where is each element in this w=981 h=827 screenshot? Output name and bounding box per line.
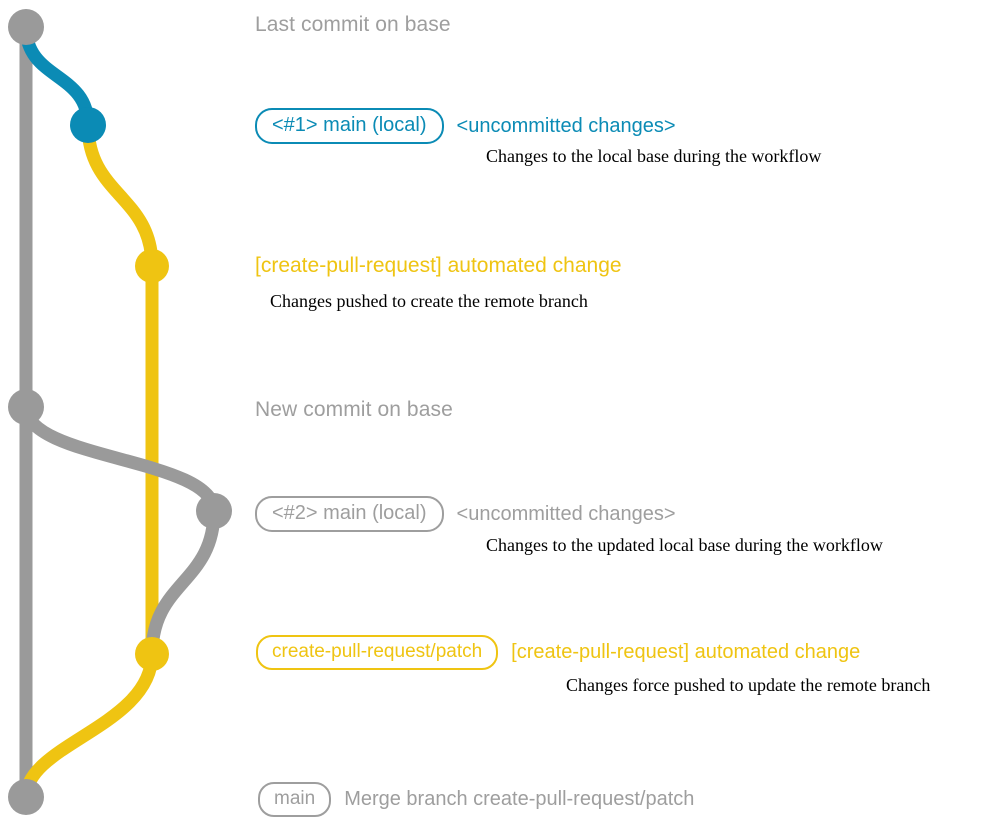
commit-node-patch-branch[interactable] (135, 637, 169, 671)
row-local-2: <#2> main (local) <uncommitted changes> (255, 496, 676, 532)
edge-base-to-local-2 (19, 400, 221, 518)
commit-node-merge-main[interactable] (8, 779, 44, 815)
row-new-commit-on-base: New commit on base (255, 398, 453, 422)
edge-patch-2-to-merge (19, 647, 159, 804)
branch-badge-main[interactable]: main (258, 782, 332, 817)
commit-node-local-2[interactable] (196, 493, 232, 529)
branch-badge-local-2[interactable]: <#2> main (local) (255, 496, 444, 532)
commit-node-new-commit-on-base[interactable] (8, 389, 44, 425)
branch-badge-local-1[interactable]: <#1> main (local) (255, 108, 444, 144)
commit-node-local-1[interactable] (70, 107, 106, 143)
commit-title-last-commit-on-base: Last commit on base (255, 13, 451, 36)
commit-title-new-commit-on-base: New commit on base (255, 398, 453, 421)
commit-title-automated-change-1: [create-pull-request] automated change (255, 254, 622, 277)
commit-description-local-1: Changes to the local base during the wor… (486, 146, 822, 166)
commit-description-automated-change-1: Changes pushed to create the remote bran… (270, 291, 588, 311)
edge-local-1-to-patch-1 (81, 118, 159, 273)
commit-description-patch-branch: Changes force pushed to update the remot… (566, 675, 931, 695)
commit-title-local-1: <uncommitted changes> (456, 114, 676, 137)
row-merge-main: main Merge branch create-pull-request/pa… (258, 782, 694, 817)
row-patch-branch: create-pull-request/patch [create-pull-r… (256, 635, 860, 670)
commit-description-local-2: Changes to the updated local base during… (486, 535, 883, 555)
edge-local-2-to-patch-2 (145, 504, 221, 661)
graph-nodes (8, 9, 232, 815)
commit-title-local-2: <uncommitted changes> (456, 502, 676, 525)
row-local-1: <#1> main (local) <uncommitted changes> (255, 108, 676, 144)
commit-node-last-commit-on-base[interactable] (8, 9, 44, 45)
row-automated-change-1: [create-pull-request] automated change (255, 254, 622, 278)
row-last-commit-on-base: Last commit on base (255, 13, 451, 37)
commit-node-automated-change-1[interactable] (135, 249, 169, 283)
branch-badge-patch[interactable]: create-pull-request/patch (256, 635, 499, 670)
commit-title-patch-branch: [create-pull-request] automated change (511, 641, 861, 663)
commit-title-merge-main: Merge branch create-pull-request/patch (344, 788, 695, 810)
